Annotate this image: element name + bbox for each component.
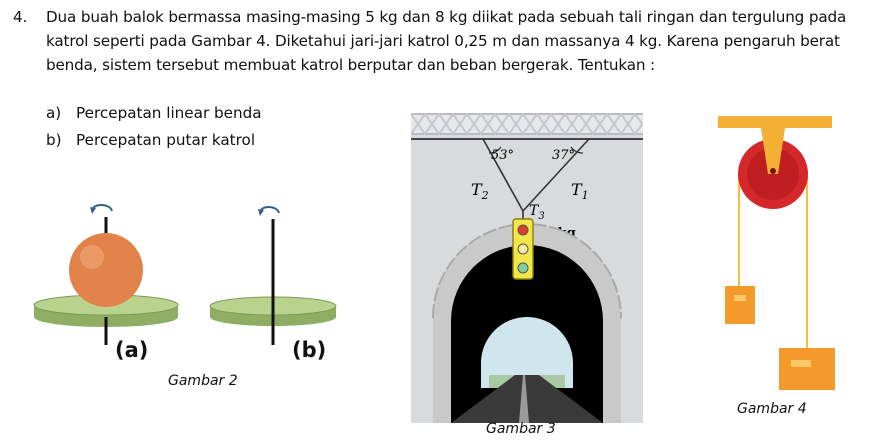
tension-t1: T1 xyxy=(571,180,589,202)
part-b-text: Percepatan putar katrol xyxy=(76,131,256,149)
ceiling-truss xyxy=(411,113,643,140)
ball xyxy=(69,233,143,307)
part-a-label: a) xyxy=(46,104,62,122)
signal-green-icon xyxy=(517,262,529,274)
figure-2-label-a: (a) xyxy=(115,338,149,362)
pulley-mount xyxy=(718,116,832,128)
figure-3-caption: Gambar 3 xyxy=(486,421,556,437)
signal-yellow-icon xyxy=(517,243,529,255)
angle-right: 37° xyxy=(552,148,575,163)
part-a: a) Percepatan linear benda xyxy=(46,101,262,125)
tension-t2: T2 xyxy=(471,180,489,202)
pulley-hanger xyxy=(761,128,785,174)
problem-number: 4. xyxy=(13,8,28,26)
pulley-axle-icon xyxy=(770,168,776,174)
part-a-text: Percepatan linear benda xyxy=(76,104,262,122)
tunnel xyxy=(432,223,622,423)
figure-2-label-b: (b) xyxy=(292,338,327,362)
part-b: b) Percepatan putar katrol xyxy=(46,128,255,152)
cable-t2 xyxy=(482,138,524,212)
cable-t1 xyxy=(522,138,590,212)
part-b-label: b) xyxy=(46,131,62,149)
block-large xyxy=(779,348,835,390)
tension-t3: T3 xyxy=(529,203,545,222)
figure-4 xyxy=(718,116,835,390)
traffic-light xyxy=(512,218,534,280)
figure-2 xyxy=(33,204,337,345)
problem-text: Dua buah balok bermassa masing-masing 5 … xyxy=(46,8,847,74)
figure-4-caption: Gambar 4 xyxy=(737,401,807,417)
figure-3: 53° 37° T2 T1 T3 33 kg xyxy=(411,113,643,423)
angle-left: 53° xyxy=(491,148,514,163)
figure-2-caption: Gambar 2 xyxy=(168,373,238,389)
block-small xyxy=(725,286,755,324)
signal-red-icon xyxy=(517,224,529,236)
